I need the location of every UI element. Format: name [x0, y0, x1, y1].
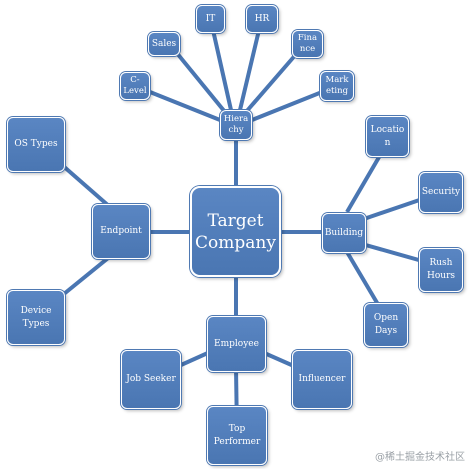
marketing-label: Mark eting [325, 75, 349, 96]
connector-hierarchy-hr [238, 29, 261, 111]
employee-hub-node: Employee [207, 316, 266, 372]
influencer-node: Influencer [292, 350, 352, 409]
connector-hierarchy-marketing [251, 90, 323, 122]
connector-hierarchy-clevel [149, 90, 221, 122]
building-hub-label: Building [324, 227, 364, 238]
it-label: IT [205, 13, 216, 24]
hr-label: HR [254, 13, 270, 24]
clevel-label: C- Level [123, 75, 147, 96]
open-days-node: Open Days [364, 303, 408, 347]
hierarchy-hub-node: Hiera chy [220, 110, 252, 140]
endpoint-hub-node: Endpoint [92, 204, 150, 259]
device-types-node: Device Types [7, 290, 65, 345]
sales-node: Sales [148, 32, 180, 56]
hierarchy-hub-label: Hiera chy [223, 114, 249, 135]
marketing-node: Mark eting [320, 71, 354, 101]
open-days-label: Open Days [373, 313, 399, 336]
top-performer-label: Top Performer [213, 423, 261, 447]
watermark: @稀土掘金技术社区 [375, 452, 465, 463]
connector-hierarchy-finance [244, 50, 300, 114]
os-types-node: OS Types [7, 117, 65, 172]
employee-hub-label: Employee [214, 338, 259, 349]
finance-label: Fina nce [297, 33, 318, 54]
os-types-label: OS Types [14, 139, 58, 149]
security-label: Security [421, 187, 461, 197]
connector-hierarchy-it [211, 29, 233, 111]
device-types-label: Device Types [20, 305, 52, 329]
top-performer-node: Top Performer [207, 406, 267, 465]
finance-node: Fina nce [292, 30, 323, 58]
location-label: Locatio n [370, 124, 405, 148]
center-node: Target Company [190, 186, 281, 277]
endpoint-hub-label: Endpoint [100, 226, 142, 236]
location-node: Locatio n [366, 116, 409, 157]
rush-hours-node: Rush Hours [419, 248, 463, 292]
clevel-node: C- Level [120, 72, 150, 100]
connector-hierarchy-sales [174, 50, 227, 114]
it-node: IT [196, 5, 225, 33]
center-label: Target Company [195, 210, 276, 253]
rush-hours-label: Rush Hours [427, 258, 455, 281]
influencer-label: Influencer [298, 374, 346, 384]
hr-node: HR [246, 5, 278, 33]
security-node: Security [419, 172, 463, 213]
job-seeker-node: Job Seeker [121, 350, 181, 409]
job-seeker-label: Job Seeker [126, 374, 176, 384]
building-hub-node: Building [322, 213, 366, 253]
sales-label: Sales [151, 38, 177, 49]
